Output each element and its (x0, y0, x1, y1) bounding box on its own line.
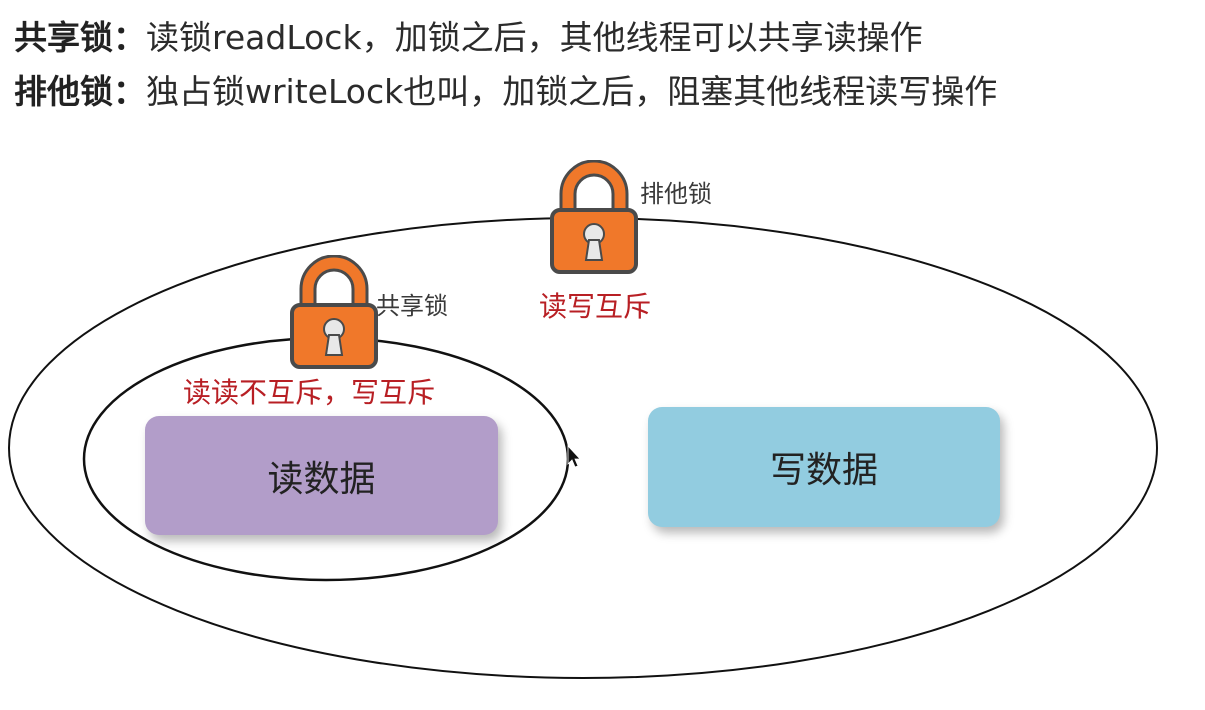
exclusive-lock-definition: 排他锁：独占锁writeLock也叫，加锁之后，阻塞其他线程读写操作 (14, 70, 997, 114)
write-data-box: 写数据 (648, 407, 1000, 527)
exclusive-lock-description: 独占锁writeLock也叫，加锁之后，阻塞其他线程读写操作 (146, 72, 998, 111)
read-data-box: 读数据 (145, 416, 498, 535)
shared-lock-definition: 共享锁：读锁readLock，加锁之后，其他线程可以共享读操作 (14, 16, 923, 60)
shared-lock-term: 共享锁： (14, 18, 146, 57)
cursor-icon (567, 444, 581, 468)
shared-lock-description: 读锁readLock，加锁之后，其他线程可以共享读操作 (146, 18, 923, 57)
lock-icon (550, 160, 638, 274)
read-read-not-mutex-note: 读读不互斥，写互斥 (183, 376, 436, 409)
read-data-label: 读数据 (267, 458, 376, 500)
exclusive-lock-term: 排他锁： (14, 72, 146, 111)
exclusive-lock-label: 排他锁 (640, 180, 712, 208)
lock-icon (290, 255, 378, 369)
read-write-mutex-note: 读写互斥 (539, 290, 652, 323)
write-data-label: 写数据 (769, 450, 878, 491)
shared-lock-label: 共享锁 (376, 292, 448, 320)
